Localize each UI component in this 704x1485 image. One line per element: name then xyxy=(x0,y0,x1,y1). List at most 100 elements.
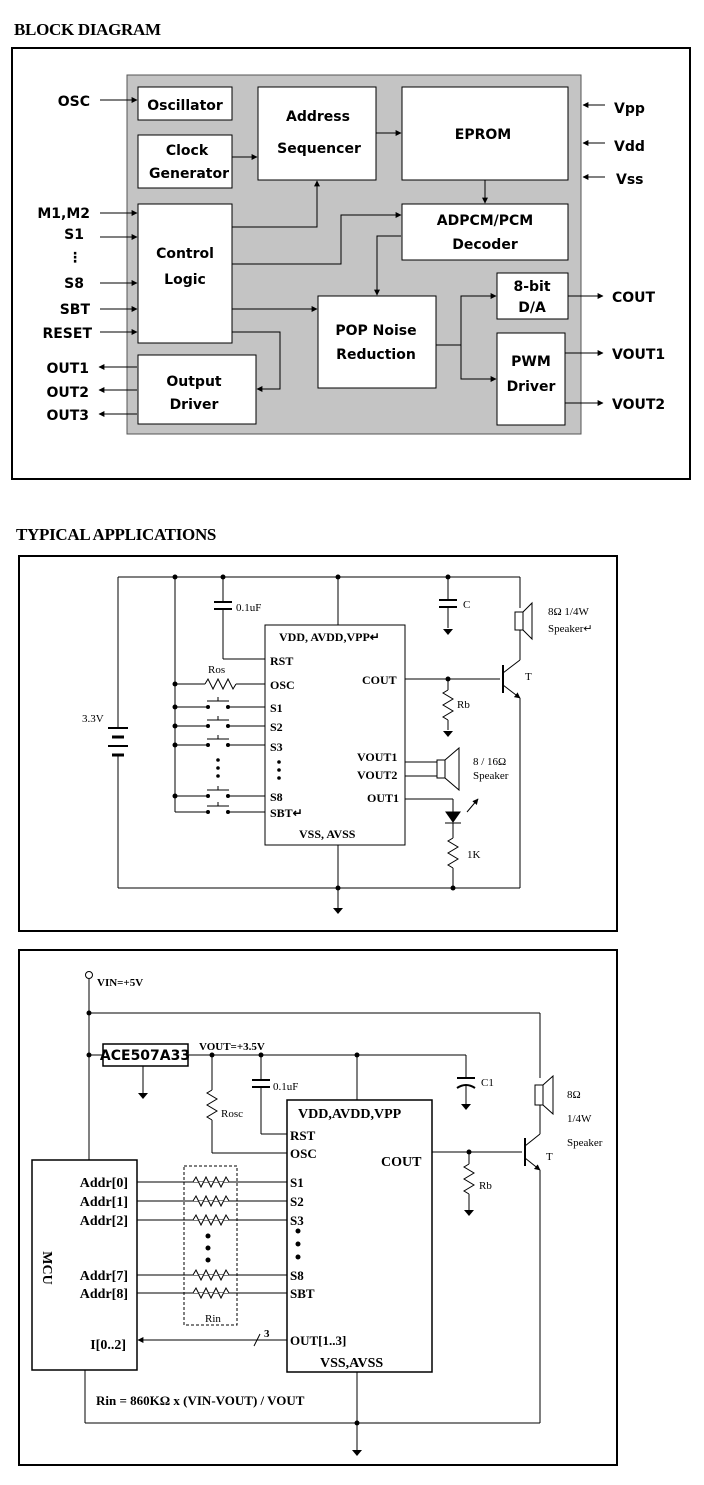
pin-out1: OUT1 xyxy=(46,361,89,377)
pin-dots: ⋮ xyxy=(68,250,82,266)
c1-pin-s1: S1 xyxy=(270,701,283,715)
decoder-label-2: Decoder xyxy=(452,237,518,253)
clock-generator-block xyxy=(137,134,233,189)
c2-addr7: Addr[7] xyxy=(80,1269,128,1284)
circuit2-frame xyxy=(18,949,618,1466)
eprom-label: EPROM xyxy=(455,127,511,143)
c2-vin-label: VIN=+5V xyxy=(97,977,143,989)
c2-speaker-label-2: 1/4W xyxy=(567,1113,592,1125)
c1-ros-label: Ros xyxy=(208,664,225,676)
c1-rb-label: Rb xyxy=(457,699,470,711)
c1-pin-sbt: SBT↵ xyxy=(270,806,303,820)
c2-pin-s8: S8 xyxy=(290,1268,304,1283)
control-logic-block xyxy=(137,203,233,344)
control-label-2: Logic xyxy=(164,272,206,288)
oscillator-label: Oscillator xyxy=(147,98,223,114)
c1-1k-label: 1K xyxy=(467,849,481,861)
decoder-block xyxy=(401,203,569,261)
c2-pin-s1: S1 xyxy=(290,1175,304,1190)
c2-rin-label: Rin xyxy=(205,1313,221,1325)
pin-cout: COUT xyxy=(612,290,656,306)
c2-rosc-label: Rosc xyxy=(221,1108,243,1120)
block-diagram-heading: BLOCK DIAGRAM xyxy=(14,20,161,39)
c2-pin-out: OUT[1..3] xyxy=(290,1333,346,1348)
c2-addr2: Addr[2] xyxy=(80,1214,128,1229)
c2-pin-sbt: SBT xyxy=(290,1286,315,1301)
c2-formula: Rin = 860KΩ x (VIN-VOUT) / VOUT xyxy=(96,1393,305,1408)
pin-s8: S8 xyxy=(64,276,84,292)
pin-sbt: SBT xyxy=(60,302,91,318)
pwm-driver-block xyxy=(496,332,566,426)
c2-mcu-label: MCU xyxy=(39,1251,54,1284)
c2-chip-top: VDD,AVDD,VPP xyxy=(298,1107,402,1122)
c2-chip-bottom: VSS,AVSS xyxy=(320,1356,383,1371)
c2-transistor-label: T xyxy=(546,1151,553,1163)
dac-block xyxy=(496,272,569,320)
clock-label-2: Generator xyxy=(149,166,229,182)
c1-cap-top-label: 0.1uF xyxy=(236,602,261,614)
c1-speaker2-label-1: 8 / 16Ω xyxy=(473,756,506,768)
c2-io-label: I[0..2] xyxy=(90,1338,126,1353)
c1-pin-out1: OUT1 xyxy=(367,791,399,805)
oscillator-block xyxy=(137,86,233,121)
c1-speaker2-label-2: Speaker xyxy=(473,770,509,782)
circuit1-frame xyxy=(18,555,618,932)
control-label-1: Control xyxy=(156,246,214,262)
outdrv-label-2: Driver xyxy=(170,397,219,413)
c2-addr0: Addr[0] xyxy=(80,1176,128,1191)
c1-speaker1-label-2: Speaker↵ xyxy=(548,623,593,635)
c1-pin-cout: COUT xyxy=(362,673,397,687)
pin-vpp: Vpp xyxy=(614,101,645,117)
clock-label-1: Clock xyxy=(166,143,209,159)
pwm-label-1: PWM xyxy=(511,354,551,370)
typical-applications-heading: TYPICAL APPLICATIONS xyxy=(16,525,217,544)
pwm-label-2: Driver xyxy=(507,379,556,395)
pop-noise-block xyxy=(317,295,437,389)
c2-rb-label: Rb xyxy=(479,1180,492,1192)
pin-out3: OUT3 xyxy=(46,408,89,424)
c1-pin-vout1: VOUT1 xyxy=(357,750,397,764)
addr-seq-label-1: Address xyxy=(286,109,350,125)
c2-bus-width: 3 xyxy=(264,1328,270,1340)
block-diagram-frame xyxy=(11,47,691,480)
pin-s1: S1 xyxy=(64,227,84,243)
c1-chip-top: VDD, AVDD,VPP↵ xyxy=(279,630,380,644)
c1-pin-s8: S8 xyxy=(270,790,283,804)
pin-out2: OUT2 xyxy=(46,385,89,401)
c2-regulator-label: ACE507A33 xyxy=(100,1048,190,1064)
pin-osc: OSC xyxy=(58,94,90,110)
c1-battery-label: 3.3V xyxy=(82,713,104,725)
typical-application-1: 0.1uF C 8Ω 1/4W Speaker↵ VDD, AVDD,VPP↵ … xyxy=(18,555,618,932)
pin-vout2: VOUT2 xyxy=(612,397,665,413)
c1-pin-s2: S2 xyxy=(270,720,283,734)
c2-pin-s2: S2 xyxy=(290,1194,304,1209)
c2-c1-label: C1 xyxy=(481,1077,494,1089)
c1-speaker1-label-1: 8Ω 1/4W xyxy=(548,606,589,618)
pin-m1m2: M1,M2 xyxy=(37,206,90,222)
c2-speaker-label-3: Speaker xyxy=(567,1137,603,1149)
decoder-label-1: ADPCM/PCM xyxy=(437,213,534,229)
pop-label-1: POP Noise xyxy=(335,323,416,339)
output-driver-block xyxy=(137,354,257,425)
pin-vss: Vss xyxy=(616,172,644,188)
outdrv-label-1: Output xyxy=(166,374,222,390)
dac-label-1: 8-bit xyxy=(513,279,550,295)
c2-vout-label: VOUT=+3.5V xyxy=(199,1041,265,1053)
c2-cap-top-label: 0.1uF xyxy=(273,1081,298,1093)
c1-transistor-label: T xyxy=(525,671,532,683)
c2-cout-label: COUT xyxy=(381,1155,422,1170)
pop-label-2: Reduction xyxy=(336,347,416,363)
c2-pin-s3: S3 xyxy=(290,1213,304,1228)
c1-pin-osc: OSC xyxy=(270,678,295,692)
c2-pin-rst: RST xyxy=(290,1128,316,1143)
pin-vdd: Vdd xyxy=(614,139,645,155)
c1-pin-rst: RST xyxy=(270,654,293,668)
address-sequencer-block xyxy=(257,86,377,181)
c1-pin-s3: S3 xyxy=(270,740,283,754)
pin-reset: RESET xyxy=(42,326,92,342)
block-diagram: Oscillator Clock Generator Address Seque… xyxy=(11,47,691,480)
pin-vout1: VOUT1 xyxy=(612,347,665,363)
c1-chip-bottom: VSS, AVSS xyxy=(299,827,356,841)
c2-pin-osc: OSC xyxy=(290,1146,317,1161)
